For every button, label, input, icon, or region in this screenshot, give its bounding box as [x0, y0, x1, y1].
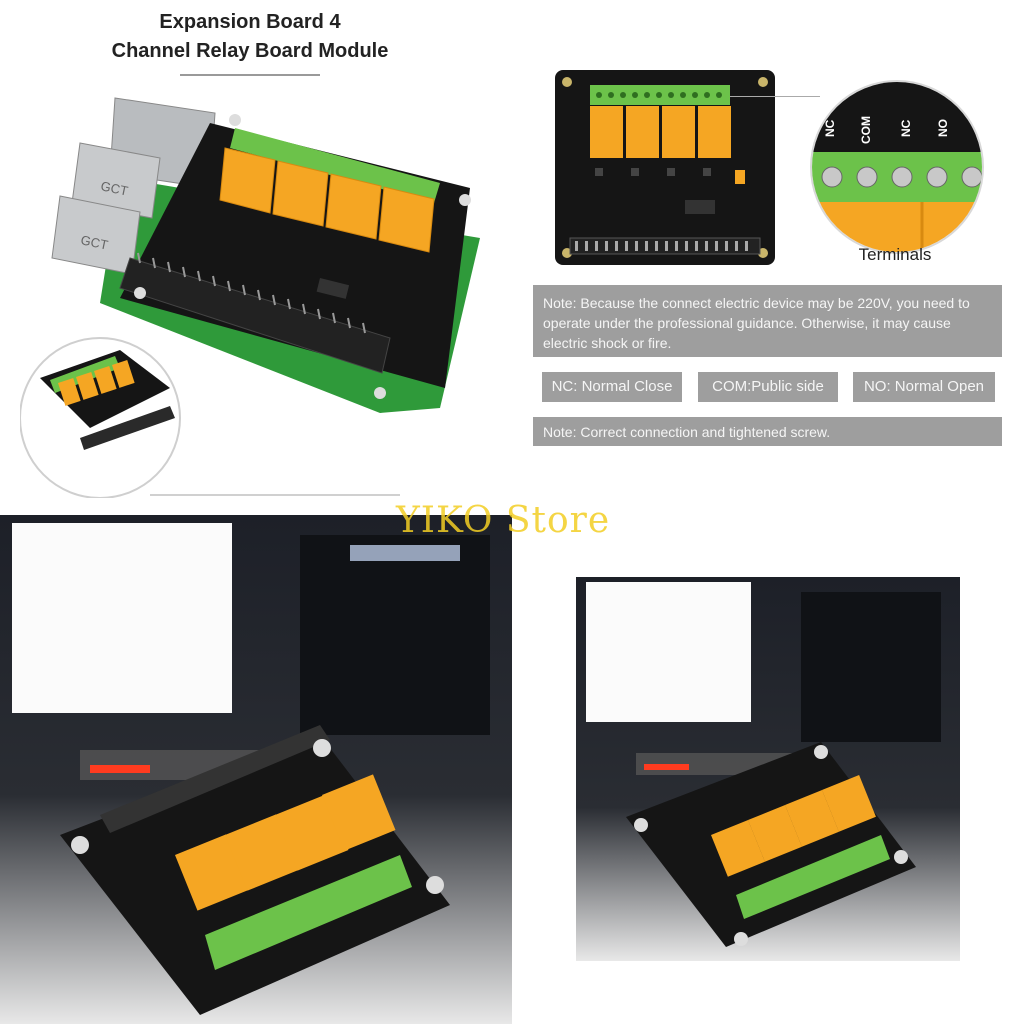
- usb-label-1: GCT: [99, 178, 129, 198]
- usb-label-2: GCT: [79, 232, 109, 252]
- headline: Expansion Board 4 Channel Relay Board Mo…: [70, 8, 430, 66]
- legend-no: NO: Normal Open: [853, 372, 995, 402]
- terminal-zoom: NC COM NC NO: [810, 80, 984, 254]
- product-photo: GCT GCT: [20, 97, 480, 498]
- headline-line-2: Channel Relay Board Module: [111, 40, 389, 62]
- board-top-view: [555, 70, 775, 265]
- photo-divider: [150, 494, 400, 496]
- scene-photo-large: [0, 515, 512, 1024]
- headline-line-1: Expansion Board 4: [159, 11, 341, 33]
- safety-note: Note: Because the connect electric devic…: [533, 285, 1002, 357]
- scene-small-graphic: [576, 577, 960, 961]
- headline-divider: [180, 74, 320, 76]
- connection-note: Note: Correct connection and tightened s…: [533, 417, 1002, 446]
- zoom-label-nc-2: NC: [899, 119, 913, 137]
- store-watermark: YIKO Store: [396, 500, 611, 541]
- scene-large-graphic: [0, 515, 512, 1024]
- terminals-label: Terminals: [858, 245, 932, 264]
- zoom-label-no: NO: [936, 119, 950, 137]
- zoom-label-com: COM: [859, 116, 873, 144]
- zoom-label-nc-1: NC: [823, 119, 837, 137]
- legend-nc: NC: Normal Close: [542, 372, 682, 402]
- legend-com: COM:Public side: [698, 372, 838, 402]
- terminal-zoom-graphic: NC COM NC NO: [812, 82, 982, 252]
- scene-photo-small: [576, 577, 960, 961]
- zoom-connector-line: [730, 96, 820, 97]
